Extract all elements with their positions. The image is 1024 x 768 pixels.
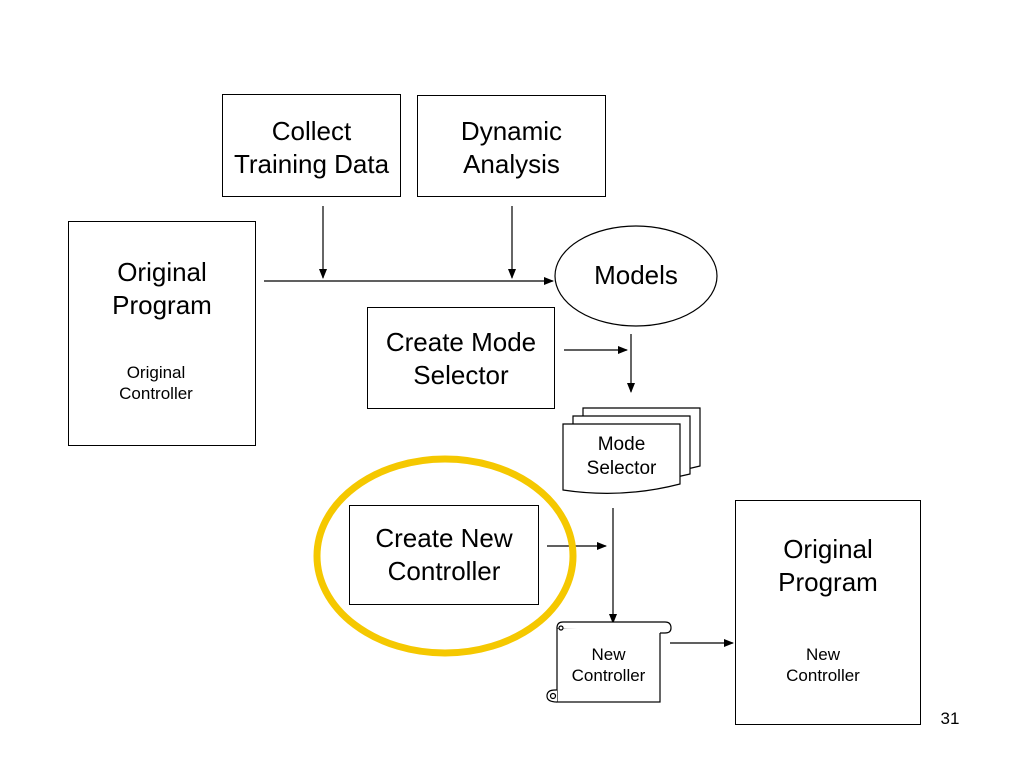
dynamic-analysis-box: Dynamic Analysis xyxy=(417,95,606,197)
collect-training-data-box: Collect Training Data xyxy=(222,94,401,197)
original-program-label: Original Program xyxy=(112,257,212,320)
dynamic-analysis-label: Dynamic Analysis xyxy=(460,116,563,179)
result-program-label: Original Program xyxy=(778,534,878,597)
page-number: 31 xyxy=(940,709,960,728)
original-program-box: Original Program xyxy=(68,221,256,446)
collect-training-data-label: Collect Training Data xyxy=(233,116,390,179)
scroll-shape-new-controller xyxy=(546,621,672,703)
models-ellipse xyxy=(554,225,718,327)
original-controller-label: Original Controller xyxy=(119,363,193,404)
create-new-controller-label: Create New Controller xyxy=(375,523,513,586)
models-label: Models xyxy=(594,260,678,290)
result-program-box: Original Program xyxy=(735,500,921,725)
highlight-ring xyxy=(313,455,577,657)
mode-selector-document-stack xyxy=(562,407,701,494)
result-controller-label: New Controller xyxy=(786,645,860,686)
create-mode-selector-box: Create Mode Selector xyxy=(367,307,555,409)
create-mode-selector-label: Create Mode Selector xyxy=(385,327,537,390)
create-new-controller-box: Create New Controller xyxy=(349,505,539,605)
mode-selector-label: Mode Selector xyxy=(586,434,657,479)
new-controller-label: New Controller xyxy=(571,645,646,686)
